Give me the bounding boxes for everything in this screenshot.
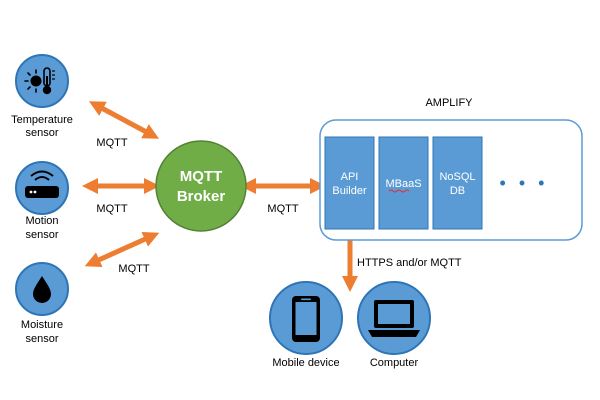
amplify-title: AMPLIFY (425, 97, 473, 109)
mqtt-broker: MQTT Broker (155, 140, 247, 232)
broker-label-line2: Broker (177, 188, 226, 205)
component-label-line2: Builder (332, 185, 367, 197)
router-icon (25, 170, 59, 198)
client-label: Computer (370, 357, 419, 369)
sensor-label-line2: sensor (25, 333, 58, 345)
component-tile (432, 136, 483, 230)
thermometer-sun-icon (24, 67, 55, 95)
component-tile (324, 136, 375, 230)
sensor-label-line1: Motion (25, 215, 58, 227)
arrow-moisture-broker (84, 231, 160, 268)
component-label-line1: API (341, 171, 359, 183)
arrow-temperature-broker (88, 101, 160, 139)
sensor-label-line2: sensor (25, 229, 58, 241)
sensor-motion: Motion sensor (15, 161, 69, 241)
amplify-component-api-builder: API Builder (324, 136, 375, 230)
smartphone-icon (292, 296, 320, 342)
component-label-line1: MBaaS (385, 178, 421, 190)
laptop-icon (368, 300, 420, 337)
broker-circle (155, 140, 247, 232)
client-label: Mobile device (272, 357, 339, 369)
link-label-https-mqtt: HTTPS and/or MQTT (357, 257, 462, 269)
client-computer: Computer (357, 281, 431, 369)
more-components-ellipsis: • • • (500, 173, 549, 193)
spellcheck-underline (388, 189, 410, 193)
client-mobile-device: Mobile device (269, 281, 343, 369)
link-label-mqtt: MQTT (118, 263, 149, 275)
sensor-label-line1: Temperature (11, 114, 73, 126)
link-label-mqtt: MQTT (96, 203, 127, 215)
sensor-moisture: Moisture sensor (15, 262, 69, 345)
sensor-node-circle (15, 54, 69, 108)
component-tile (378, 136, 429, 230)
sensor-label-line2: sensor (25, 127, 58, 139)
link-label-mqtt: MQTT (96, 137, 127, 149)
amplify-platform: AMPLIFY API Builder MBaaS NoSQL DB • • • (319, 97, 583, 241)
amplify-component-nosql-db: NoSQL DB (432, 136, 483, 230)
water-drop-icon (33, 276, 51, 303)
amplify-component-mbaas: MBaaS (378, 136, 429, 230)
sensor-label-line1: Moisture (21, 319, 63, 331)
component-label-line2: DB (450, 185, 465, 197)
broker-label-line1: MQTT (180, 168, 223, 185)
component-label-line1: NoSQL (439, 171, 475, 183)
link-label-mqtt: MQTT (267, 203, 298, 215)
sensor-temperature: Temperature sensor (11, 54, 73, 139)
